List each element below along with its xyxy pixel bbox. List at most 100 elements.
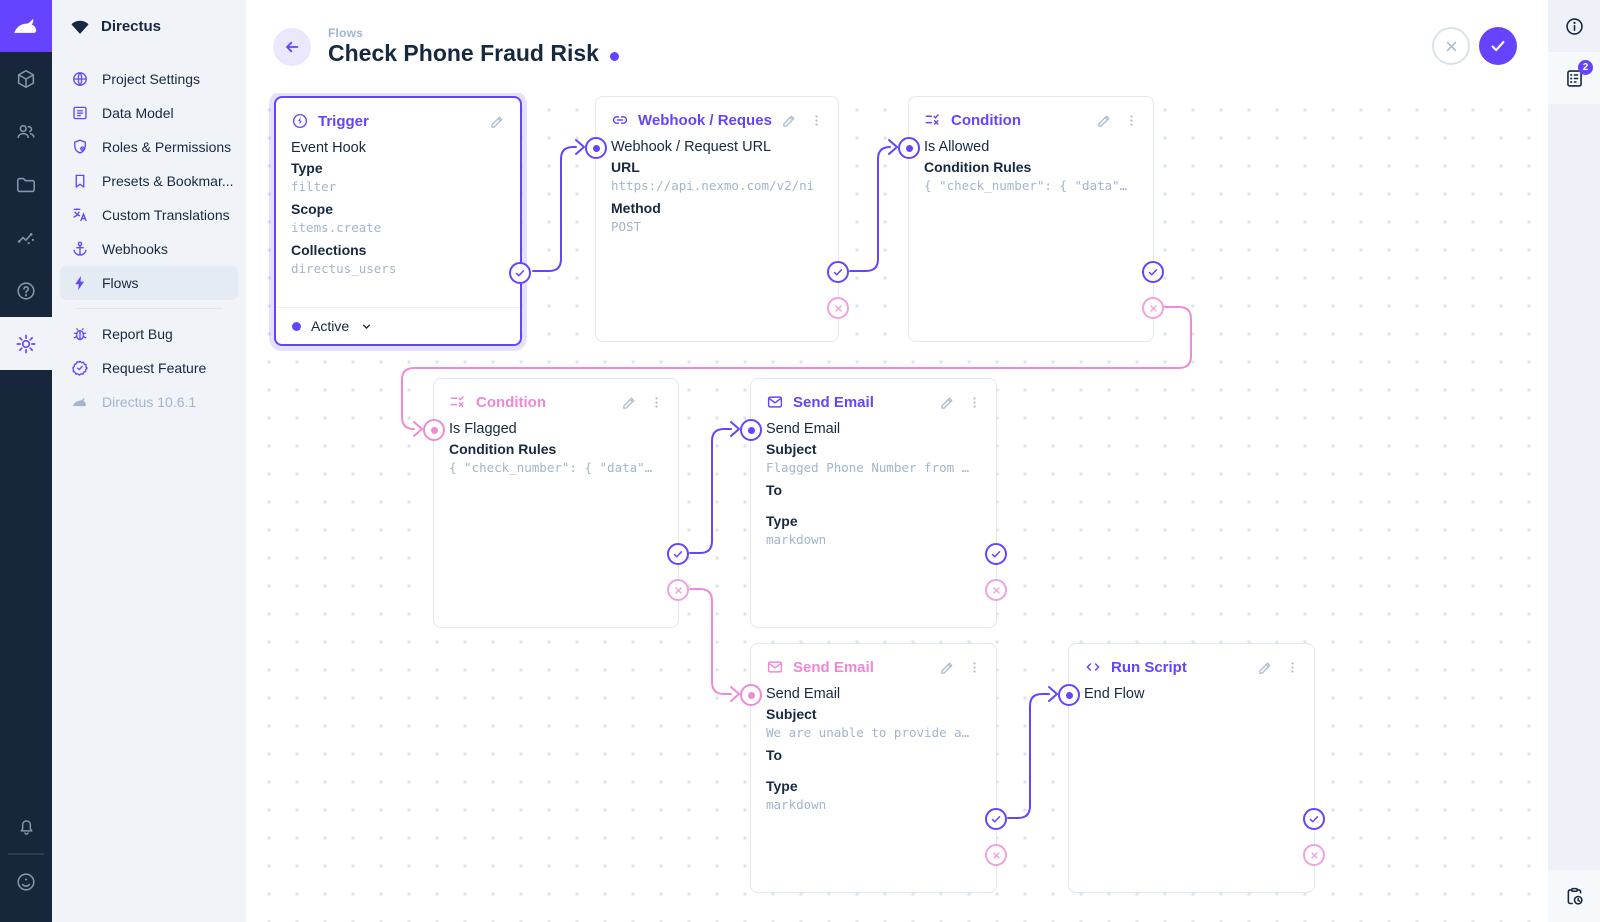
- flow-card-run-script[interactable]: Run Script End Flow: [1058, 643, 1325, 893]
- resolve-handle[interactable]: [1303, 808, 1325, 830]
- condition-rule-icon: [924, 111, 942, 129]
- field-label: Collections: [291, 242, 367, 258]
- module-settings-gear-icon[interactable]: [0, 317, 52, 370]
- operation-name: End Flow: [1084, 686, 1145, 702]
- resolve-handle[interactable]: [1142, 261, 1164, 283]
- flow-card-webhook[interactable]: Webhook / Request U Webhook / Request UR…: [585, 96, 849, 342]
- input-handle[interactable]: [740, 684, 762, 706]
- nav-item-request-feature[interactable]: Request Feature: [60, 351, 238, 385]
- unsaved-changes-dot: [609, 51, 619, 61]
- revisions-clipboard-clock-icon[interactable]: [1548, 870, 1600, 922]
- input-handle[interactable]: [423, 419, 445, 441]
- field-value: Flagged Phone Number from …: [766, 460, 970, 475]
- nav-item-report-bug[interactable]: Report Bug: [60, 317, 238, 351]
- flow-status-toggle[interactable]: Active: [276, 307, 520, 344]
- nav-item-webhooks[interactable]: Webhooks: [60, 232, 238, 266]
- module-insights-chart-icon[interactable]: [0, 211, 52, 264]
- back-button[interactable]: [273, 27, 311, 66]
- flow-card-send-email-flagged[interactable]: Send Email Send Email Subject Flagged Ph…: [740, 378, 1007, 628]
- project-fan-icon: [69, 15, 91, 37]
- nav-list: Project Settings Data Model Roles & Perm…: [52, 52, 246, 419]
- nav-item-custom-translations[interactable]: Custom Translations: [60, 198, 238, 232]
- user-avatar-icon[interactable]: [0, 855, 52, 908]
- reject-handle[interactable]: [827, 297, 849, 319]
- shield-icon: [71, 138, 89, 156]
- operation-name: Is Allowed: [924, 139, 990, 155]
- resolve-handle[interactable]: [985, 543, 1007, 565]
- resolve-handle[interactable]: [827, 261, 849, 283]
- version-label: Directus 10.6.1: [102, 394, 197, 410]
- reject-handle[interactable]: [1303, 844, 1325, 866]
- kebab-menu-icon[interactable]: [809, 113, 824, 128]
- edit-pencil-icon[interactable]: [939, 659, 956, 676]
- kebab-menu-icon[interactable]: [967, 660, 982, 675]
- field-label: Type: [766, 513, 798, 529]
- module-bar-divider: [8, 853, 44, 855]
- kebab-menu-icon[interactable]: [1285, 660, 1300, 675]
- field-label: Subject: [766, 706, 817, 722]
- card-title: Webhook / Request U: [638, 111, 772, 129]
- card-title: Run Script: [1111, 658, 1187, 676]
- save-button[interactable]: [1479, 27, 1517, 65]
- input-handle[interactable]: [585, 137, 607, 159]
- field-value: items.create: [291, 220, 382, 235]
- breadcrumb[interactable]: Flows: [328, 26, 364, 41]
- edit-pencil-icon[interactable]: [1257, 659, 1274, 676]
- nav-item-flows[interactable]: Flows: [60, 266, 238, 300]
- edit-pencil-icon[interactable]: [1096, 112, 1113, 129]
- edit-pencil-icon[interactable]: [489, 113, 506, 130]
- operation-name: Send Email: [766, 421, 841, 437]
- flow-card-condition-allowed[interactable]: Condition Is Allowed Condition Rules { "…: [898, 96, 1164, 342]
- field-value: directus_users: [291, 261, 397, 276]
- bolt-icon: [71, 274, 89, 292]
- edit-pencil-icon[interactable]: [621, 394, 638, 411]
- edit-pencil-icon[interactable]: [781, 112, 798, 129]
- discard-changes-button[interactable]: [1432, 27, 1470, 65]
- code-icon: [1084, 658, 1102, 676]
- module-content-cube-icon[interactable]: [0, 52, 52, 105]
- verified-icon: [71, 359, 89, 377]
- reject-handle[interactable]: [1142, 297, 1164, 319]
- nav-item-label: Roles & Permissions: [102, 139, 232, 155]
- nav-item-label: Flows: [102, 275, 139, 291]
- globe-icon: [71, 70, 89, 88]
- reject-handle[interactable]: [985, 579, 1007, 601]
- module-help-icon[interactable]: [0, 264, 52, 317]
- nav-item-data-model[interactable]: Data Model: [60, 96, 238, 130]
- resolve-handle[interactable]: [667, 543, 689, 565]
- edit-pencil-icon[interactable]: [939, 394, 956, 411]
- project-name: Directus: [101, 17, 162, 35]
- nav-item-project-settings[interactable]: Project Settings: [60, 62, 238, 96]
- resolve-handle[interactable]: [985, 808, 1007, 830]
- directus-logo[interactable]: [0, 0, 52, 52]
- module-bar: [0, 0, 52, 922]
- nav-item-label: Webhooks: [102, 241, 168, 257]
- flow-canvas[interactable]: Trigger Event Hook Type filter Scope ite…: [246, 93, 1548, 922]
- info-icon[interactable]: [1548, 0, 1600, 52]
- notes-list-icon[interactable]: 2: [1548, 52, 1600, 104]
- kebab-menu-icon[interactable]: [649, 395, 664, 410]
- reject-handle[interactable]: [667, 579, 689, 601]
- bell-icon[interactable]: [0, 800, 52, 853]
- bookmark-icon: [71, 172, 89, 190]
- flow-card-condition-flagged[interactable]: Condition Is Flagged Condition Rules { "…: [423, 378, 689, 628]
- rabbit-icon: [71, 393, 89, 411]
- input-handle[interactable]: [740, 419, 762, 441]
- chevron-down-icon: [359, 319, 374, 334]
- nav-item-presets-bookmarks[interactable]: Presets & Bookmar...: [60, 164, 238, 198]
- project-header[interactable]: Directus: [52, 0, 246, 52]
- module-folder-icon[interactable]: [0, 158, 52, 211]
- flow-card-send-email-unable[interactable]: Send Email Send Email Subject We are una…: [740, 643, 1007, 893]
- module-users-icon[interactable]: [0, 105, 52, 158]
- kebab-menu-icon[interactable]: [1124, 113, 1139, 128]
- operation-name: Is Flagged: [449, 421, 517, 437]
- input-handle[interactable]: [1058, 684, 1080, 706]
- input-handle[interactable]: [898, 137, 920, 159]
- envelope-icon: [766, 658, 784, 676]
- nav-item-roles-permissions[interactable]: Roles & Permissions: [60, 130, 238, 164]
- reject-handle[interactable]: [985, 844, 1007, 866]
- kebab-menu-icon[interactable]: [967, 395, 982, 410]
- condition-rule-icon: [449, 393, 467, 411]
- resolve-handle[interactable]: [509, 262, 531, 284]
- flow-card-trigger[interactable]: Trigger Event Hook Type filter Scope ite…: [274, 96, 531, 346]
